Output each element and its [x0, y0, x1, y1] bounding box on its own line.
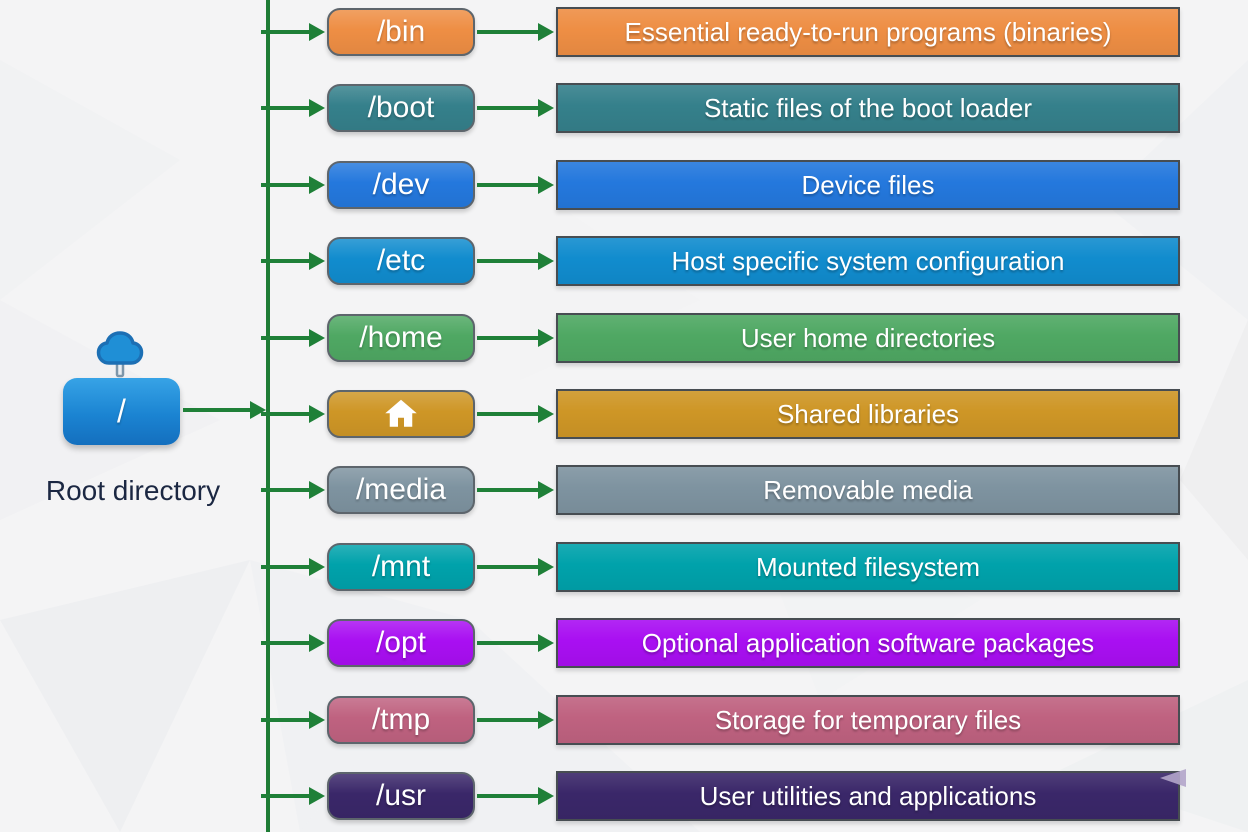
dev-to-description-arrow: [477, 176, 554, 194]
trunk-to-lib-arrow: [261, 405, 325, 423]
trunk-to-dev-arrow: [261, 176, 325, 194]
directory-node-label: /media: [355, 473, 447, 506]
description-text: Essential ready-to-run programs (binarie…: [624, 16, 1112, 47]
description-bar-boot: Static files of the boot loader: [556, 83, 1180, 133]
directory-node-label: /home: [359, 321, 443, 354]
root-directory-caption: Root directory: [45, 475, 221, 506]
description-text: Storage for temporary files: [714, 704, 1022, 735]
description-bar-etc: Host specific system configuration: [556, 236, 1180, 286]
trunk-to-media-arrow: [261, 481, 325, 499]
description-bar-media: Removable media: [556, 465, 1180, 515]
trunk-to-etc-arrow: [261, 252, 325, 270]
trunk-to-boot-arrow: [261, 99, 325, 117]
media-to-description-arrow: [477, 481, 554, 499]
description-text: User home directories: [740, 322, 996, 353]
tree-icon: [96, 331, 144, 378]
directory-node-boot: /boot: [327, 84, 475, 132]
directory-node-label: /usr: [375, 779, 426, 812]
mnt-to-description-arrow: [477, 558, 554, 576]
directory-node-label: /bin: [376, 15, 426, 48]
description-bar-usr: User utilities and applications: [556, 771, 1180, 821]
description-bar-home: User home directories: [556, 313, 1180, 363]
description-bar-bin: Essential ready-to-run programs (binarie…: [556, 7, 1180, 57]
description-text: Shared libraries: [776, 398, 960, 429]
bin-to-description-arrow: [477, 23, 554, 41]
directory-node-etc: /etc: [327, 237, 475, 285]
home-icon: [383, 396, 419, 432]
trunk-to-usr-arrow: [261, 787, 325, 805]
boot-to-description-arrow: [477, 99, 554, 117]
description-bar-opt: Optional application software packages: [556, 618, 1180, 668]
background-triangle-decoration: [1160, 769, 1186, 787]
directory-node-label: /tmp: [371, 703, 431, 736]
description-text: User utilities and applications: [699, 780, 1037, 811]
directory-node-label: /dev: [372, 168, 430, 201]
directory-node-dev: /dev: [327, 161, 475, 209]
tmp-to-description-arrow: [477, 711, 554, 729]
trunk-to-home-arrow: [261, 329, 325, 347]
trunk-to-bin-arrow: [261, 23, 325, 41]
description-text: Device files: [801, 169, 935, 200]
description-bar-mnt: Mounted filesystem: [556, 542, 1180, 592]
description-text: Host specific system configuration: [671, 245, 1065, 276]
directory-node-lib: [327, 390, 475, 438]
etc-to-description-arrow: [477, 252, 554, 270]
description-bar-tmp: Storage for temporary files: [556, 695, 1180, 745]
directory-node-mnt: /mnt: [327, 543, 475, 591]
usr-to-description-arrow: [477, 787, 554, 805]
home-to-description-arrow: [477, 329, 554, 347]
directory-node-opt: /opt: [327, 619, 475, 667]
tree-trunk-line: [266, 0, 270, 832]
directory-node-media: /media: [327, 466, 475, 514]
root-to-trunk-arrow: [183, 401, 266, 419]
directory-node-usr: /usr: [327, 772, 475, 820]
directory-node-label: /etc: [376, 244, 426, 277]
description-text: Static files of the boot loader: [703, 92, 1033, 123]
directory-node-label: /boot: [367, 91, 435, 124]
description-bar-lib: Shared libraries: [556, 389, 1180, 439]
opt-to-description-arrow: [477, 634, 554, 652]
description-text: Removable media: [763, 474, 973, 505]
directory-node-label: /mnt: [371, 550, 431, 583]
trunk-to-tmp-arrow: [261, 711, 325, 729]
description-text: Optional application software packages: [641, 627, 1095, 658]
description-text: Mounted filesystem: [756, 551, 980, 582]
lib-to-description-arrow: [477, 405, 554, 423]
description-bar-dev: Device files: [556, 160, 1180, 210]
directory-node-tmp: /tmp: [327, 696, 475, 744]
trunk-to-opt-arrow: [261, 634, 325, 652]
trunk-to-mnt-arrow: [261, 558, 325, 576]
directory-node-home: /home: [327, 314, 475, 362]
directory-node-bin: /bin: [327, 8, 475, 56]
directory-node-label: /opt: [375, 626, 427, 659]
root-directory-label: /: [117, 393, 126, 429]
root-directory-node: /: [63, 378, 180, 445]
